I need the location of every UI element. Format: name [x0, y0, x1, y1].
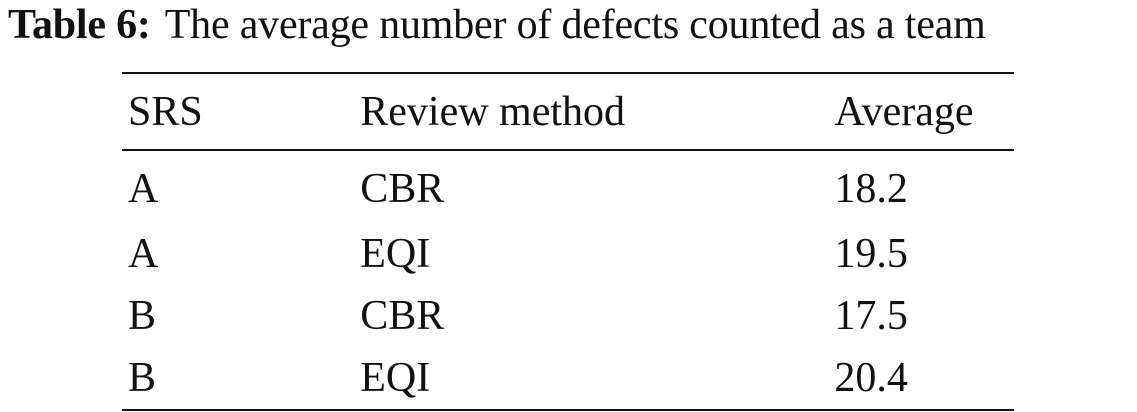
cell-average: 20.4: [834, 355, 908, 401]
cell-srs: B: [128, 293, 157, 339]
caption-text: The average number of defects counted as…: [164, 2, 986, 48]
header-average: Average: [834, 88, 974, 135]
cell-average: 18.2: [834, 166, 908, 212]
table-row: B EQI 20.4: [122, 347, 1014, 410]
header-review-method: Review method: [360, 88, 626, 135]
header-row: SRS Review method Average: [122, 73, 1014, 150]
table-row: A CBR 18.2: [122, 150, 1014, 223]
table-row: B CBR 17.5: [122, 285, 1014, 347]
caption-label: Table 6:: [8, 2, 151, 48]
table-caption: Table 6: The average number of defects co…: [8, 0, 986, 50]
cell-review-method: CBR: [360, 293, 445, 339]
defects-table: SRS Review method Average A CBR 18.2 A E…: [122, 72, 1014, 411]
table-row: A EQI 19.5: [122, 223, 1014, 285]
cell-srs: B: [128, 355, 157, 401]
table-header: SRS Review method Average: [122, 73, 1014, 150]
defects-table-container: SRS Review method Average A CBR 18.2 A E…: [122, 72, 1014, 411]
cell-review-method: EQI: [360, 355, 431, 401]
cell-review-method: CBR: [360, 166, 445, 212]
cell-average: 17.5: [834, 293, 908, 339]
header-srs: SRS: [128, 88, 203, 135]
cell-srs: A: [128, 231, 159, 277]
cell-srs: A: [128, 166, 159, 212]
table-body: A CBR 18.2 A EQI 19.5 B CBR 17.5 B EQI 2…: [122, 150, 1014, 410]
cell-average: 19.5: [834, 231, 908, 277]
cell-review-method: EQI: [360, 231, 431, 277]
